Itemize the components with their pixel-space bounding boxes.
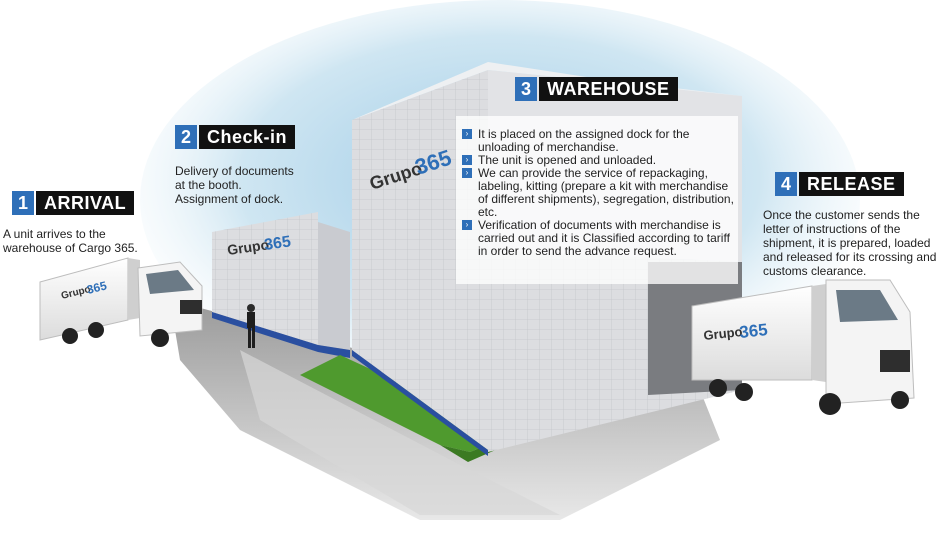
step-4-description: Once the customer sends the letter of in… [763, 208, 937, 278]
list-item: ›The unit is opened and unloaded. [462, 154, 734, 167]
list-item: ›We can provide the service of repackagi… [462, 167, 734, 219]
step-4-label: 4 RELEASE [775, 172, 904, 196]
svg-text:Grupo: Grupo [226, 236, 270, 258]
main-warehouse [352, 70, 488, 450]
step-3-number: 3 [515, 77, 537, 101]
step-1-label: 1 ARRIVAL [12, 191, 135, 215]
chevron-right-icon: › [462, 129, 472, 139]
step-4-number: 4 [775, 172, 797, 196]
step-4-title: RELEASE [799, 172, 904, 196]
svg-text:365: 365 [263, 233, 292, 254]
step-3-label: 3 WAREHOUSE [515, 77, 678, 101]
step-3-panel [456, 116, 738, 284]
step-2-label: 2 Check-in [175, 125, 296, 149]
step-1-description: A unit arrives to the warehouse of Cargo… [3, 227, 138, 255]
chevron-right-icon: › [462, 168, 472, 178]
list-item: ›It is placed on the assigned dock for t… [462, 128, 734, 154]
step-2-description: Delivery of documents at the booth. Assi… [175, 164, 294, 206]
step-2-number: 2 [175, 125, 197, 149]
svg-text:Grupo: Grupo [703, 324, 743, 343]
chevron-right-icon: › [462, 155, 472, 165]
step-2-title: Check-in [199, 125, 296, 149]
step-3-title: WAREHOUSE [539, 77, 678, 101]
svg-text:365: 365 [85, 278, 108, 297]
step-3-bullet-list: ›It is placed on the assigned dock for t… [462, 128, 734, 258]
chevron-right-icon: › [462, 220, 472, 230]
step-1-title: ARRIVAL [36, 191, 135, 215]
svg-text:365: 365 [738, 320, 768, 342]
step-1-number: 1 [12, 191, 34, 215]
arrival-truck: Grupo 365 [39, 257, 203, 347]
list-item: ›Verification of documents with merchand… [462, 219, 734, 258]
small-warehouse [212, 212, 318, 345]
release-truck: Grupo 365 [691, 279, 915, 415]
person-figure [247, 304, 255, 348]
